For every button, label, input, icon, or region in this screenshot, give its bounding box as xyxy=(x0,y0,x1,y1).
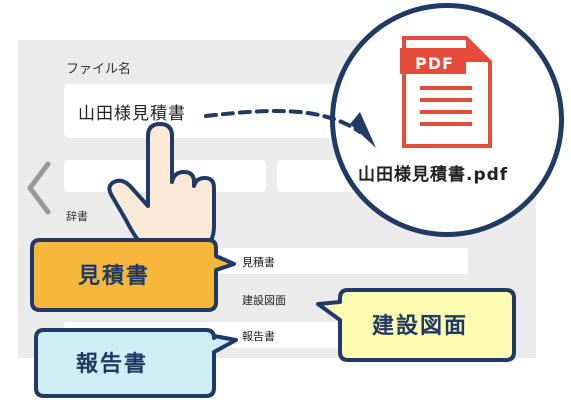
callout-estimate xyxy=(30,238,236,312)
filename-label: ファイル名 xyxy=(66,62,132,77)
callout-estimate-label: 見積書 xyxy=(78,264,151,289)
callout-report-label: 報告書 xyxy=(76,352,149,377)
dictionary-item-label: 報告書 xyxy=(242,330,275,343)
callout-construction-label: 建設図面 xyxy=(372,314,469,339)
callout-report xyxy=(34,328,238,398)
dictionary-item-label: 建設図面 xyxy=(242,294,286,307)
dictionary-label: 辞書 xyxy=(66,210,88,223)
pdf-document-icon xyxy=(400,36,492,148)
dictionary-item-label: 見積書 xyxy=(242,256,275,269)
filename-input[interactable]: 山田様見積書 xyxy=(64,84,364,138)
pdf-output-filename: 山田様見積書.pdf xyxy=(358,165,509,185)
dictionary-item-construction[interactable]: 建設図面 xyxy=(64,286,468,312)
dashed-arrow xyxy=(204,109,376,148)
callout-construction xyxy=(316,288,516,362)
pdf-type-label: PDF xyxy=(415,54,454,73)
filename-value: 山田様見積書 xyxy=(78,104,186,124)
hand-pointer-icon xyxy=(107,122,216,254)
chevron-left-icon[interactable] xyxy=(24,160,54,216)
